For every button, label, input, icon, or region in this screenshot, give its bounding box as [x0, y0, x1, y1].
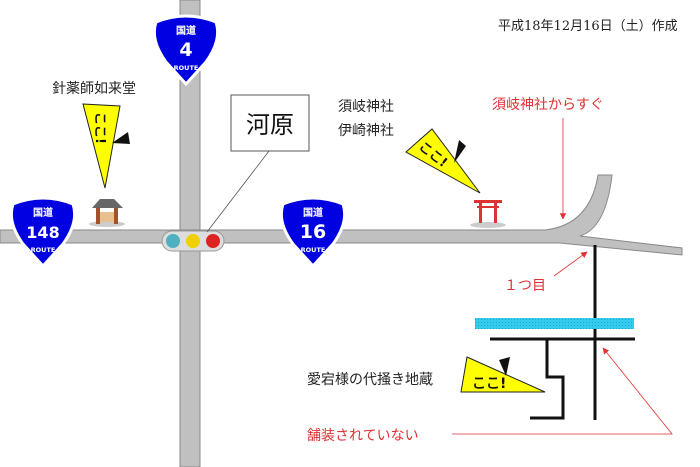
traffic-signal-icon [161, 230, 225, 252]
pennant-shrine-icon: ここ! [405, 128, 481, 194]
svg-text:ここ!: ここ! [92, 112, 107, 144]
temple-label: 針薬師如来堂 [52, 81, 136, 97]
side-roads [490, 245, 635, 420]
svg-text:148: 148 [26, 223, 59, 242]
svg-text:国道: 国道 [303, 206, 323, 219]
shrine-label-1: 須岐神社 [338, 99, 394, 115]
svg-text:16: 16 [300, 221, 326, 243]
date-label: 平成18年12月16日（土）作成 [498, 19, 678, 34]
svg-text:ROUTE: ROUTE [174, 64, 199, 72]
shrine-label-2: 伊崎神社 [338, 123, 394, 139]
svg-text:国道: 国道 [176, 24, 196, 37]
river [475, 318, 634, 329]
first-turn-note: １つ目 [504, 278, 546, 294]
pennant-jizo-icon: ここ! [460, 356, 546, 393]
route-148-shield: 国道 148 ROUTE [9, 196, 77, 268]
jizo-label: 愛宕様の代掻き地蔵 [307, 372, 433, 388]
svg-text:国道: 国道 [33, 206, 53, 219]
svg-text:4: 4 [179, 39, 192, 61]
route-4-shield: 国道 4 ROUTE [152, 14, 220, 86]
temple-icon [89, 199, 125, 227]
svg-text:ここ!: ここ! [472, 376, 506, 392]
torii-icon [470, 200, 506, 228]
area-label: 河原 [246, 111, 294, 139]
svg-text:ROUTE: ROUTE [301, 246, 326, 254]
svg-text:ROUTE: ROUTE [31, 246, 56, 254]
unpaved-note: 舗装されていない [307, 428, 419, 444]
area-label-box [230, 94, 310, 152]
route-16-shield: 国道 16 ROUTE [279, 196, 347, 268]
pennant-temple-icon: ここ! [82, 103, 130, 189]
near-shrine-note: 須岐神社からすぐ [492, 97, 604, 113]
